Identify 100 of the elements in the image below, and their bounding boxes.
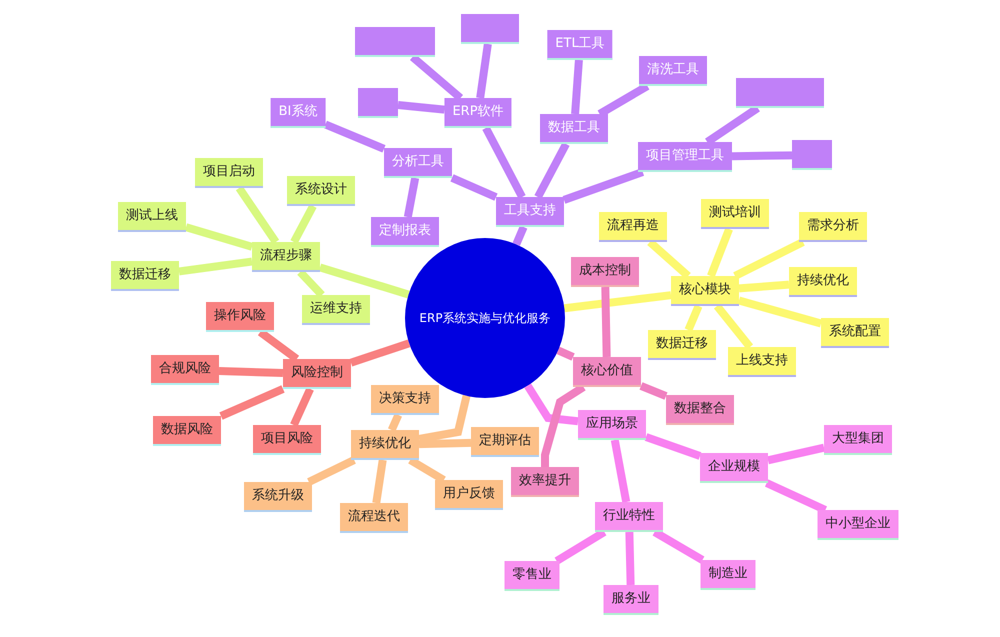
topic-box	[358, 88, 398, 118]
topic-box	[384, 148, 452, 178]
connector-line	[556, 346, 575, 361]
topic-box	[283, 359, 351, 389]
topic-label: 制造业	[708, 566, 748, 581]
connector-line	[562, 168, 644, 204]
topic-label: 大型集团	[832, 431, 884, 446]
topic-label: 持续优化	[797, 273, 849, 288]
topic-box	[287, 176, 355, 206]
connector-line	[307, 456, 356, 486]
topic-box	[573, 357, 641, 387]
topic-label: 上线支持	[736, 353, 788, 368]
connector-line	[482, 126, 526, 199]
topic-box	[648, 330, 716, 360]
topic-label: 决策支持	[379, 391, 431, 406]
connector-line	[625, 532, 635, 586]
topic-box	[504, 561, 560, 591]
topic-box	[666, 395, 734, 425]
topic-label: 数据迁移	[656, 336, 708, 351]
topic-box	[111, 261, 179, 291]
connector-line	[290, 387, 314, 427]
topic-label: 行业特性	[603, 508, 655, 523]
connector-line	[219, 385, 285, 420]
topic-box	[206, 302, 274, 332]
connector-line	[218, 367, 284, 377]
topic-box	[578, 410, 646, 440]
topic-label: 操作风险	[214, 308, 266, 323]
topic-box	[671, 276, 739, 306]
topic-box	[253, 425, 321, 455]
topic-box	[824, 425, 892, 455]
topic-label: 系统设计	[295, 182, 347, 197]
connector-line	[350, 340, 410, 366]
connector-line	[476, 43, 492, 99]
topic-label: 持续优化	[359, 436, 411, 451]
connector-line	[398, 101, 445, 114]
topic-label: 流程迭代	[348, 509, 400, 524]
topic-label: 系统升级	[252, 488, 304, 503]
topic-box	[701, 199, 769, 229]
topic-label: 成本控制	[579, 263, 631, 278]
topic-label: 流程再造	[607, 218, 659, 233]
topic-box	[444, 98, 512, 128]
topic-label: 定制报表	[379, 223, 431, 238]
topic-box	[471, 427, 539, 457]
topic-label: 数据风险	[161, 422, 213, 437]
topic-box	[818, 510, 898, 540]
connector-line	[418, 438, 472, 448]
connector-line	[714, 304, 754, 350]
topic-box	[599, 212, 667, 242]
topic-box	[700, 453, 768, 483]
connector-line	[601, 286, 611, 358]
topic-box	[540, 114, 608, 144]
topic-label: 数据工具	[548, 120, 600, 135]
topic-label: ETL工具	[555, 36, 605, 51]
topic-box	[355, 27, 435, 57]
topic-label: 应用场景	[586, 416, 638, 431]
connector-line	[610, 439, 630, 503]
topic-label: 工具支持	[504, 203, 556, 218]
topic-box	[604, 585, 658, 615]
topic-box	[789, 267, 857, 297]
connector-line	[571, 60, 583, 114]
topic-label: 企业规模	[708, 459, 760, 474]
topic-box	[547, 30, 613, 60]
topic-box	[252, 242, 320, 272]
topic-label: 服务业	[612, 591, 650, 606]
topic-label: BI系统	[278, 104, 318, 119]
topic-label: 测试培训	[709, 205, 761, 220]
topic-label: 项目启动	[203, 164, 255, 179]
topic-box	[638, 142, 732, 172]
topic-box	[302, 295, 370, 325]
topic-label: 系统配置	[829, 324, 881, 339]
connector-line	[404, 177, 420, 218]
topic-box	[195, 158, 263, 188]
topic-label: 用户反馈	[443, 486, 495, 501]
topic-box	[639, 56, 707, 86]
topic-label: 需求分析	[807, 218, 859, 233]
topic-label: 分析工具	[392, 154, 444, 169]
connector-line	[639, 382, 668, 400]
connector-line	[372, 459, 387, 504]
topic-box	[700, 560, 756, 590]
topic-label: 核心价值	[581, 363, 633, 378]
connector-line	[318, 264, 410, 298]
topic-label: 中小型企业	[826, 516, 890, 531]
connector-line	[534, 142, 570, 199]
topic-label: 项目风险	[261, 431, 313, 446]
topic-box	[371, 385, 439, 415]
topic-label: 运维支持	[310, 301, 362, 316]
topic-label: 定期评估	[479, 433, 531, 448]
connector-line	[324, 120, 386, 153]
connector-line	[184, 223, 254, 251]
topic-label: 风险控制	[291, 365, 343, 380]
topic-box	[496, 197, 564, 227]
connector-line	[767, 444, 825, 464]
connector-line	[418, 394, 470, 443]
topic-label: ERP系统实施与优化服务	[419, 310, 551, 327]
topic-label: 合规风险	[159, 361, 211, 376]
topic-box	[571, 257, 639, 287]
topic-label: 项目管理工具	[646, 148, 724, 163]
connector-line	[564, 291, 672, 312]
topic-box	[461, 14, 519, 44]
topic-label: 数据迁移	[119, 267, 171, 282]
